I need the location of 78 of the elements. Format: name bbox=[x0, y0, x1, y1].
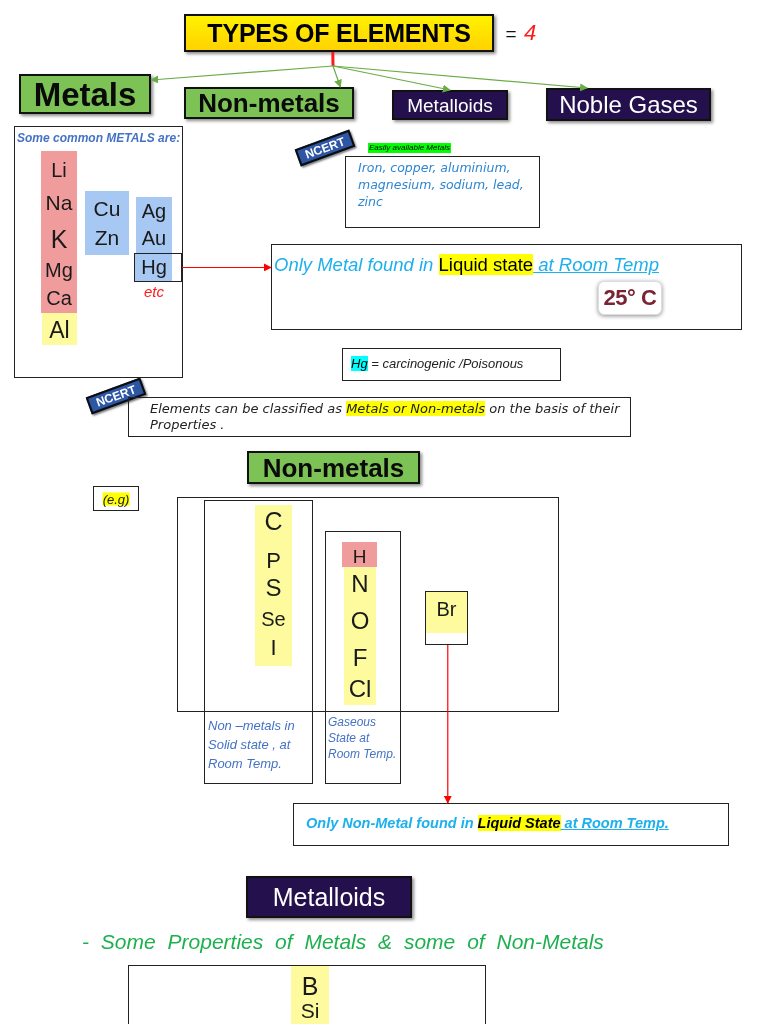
element-symbol: Mg bbox=[45, 260, 73, 280]
section-heading: Non-metals bbox=[262, 454, 405, 481]
element-symbol: Se bbox=[261, 609, 286, 629]
category-label: Metals bbox=[33, 77, 137, 111]
element-symbol: Li bbox=[51, 160, 67, 180]
element-symbol: Br bbox=[436, 599, 457, 619]
element-symbol: K bbox=[50, 226, 68, 252]
arrow bbox=[332, 65, 342, 88]
group-caption: Gaseous State at Room Temp. bbox=[328, 714, 398, 762]
element-tile bbox=[425, 591, 468, 645]
section-heading-box bbox=[247, 451, 420, 484]
arrow bbox=[332, 65, 589, 92]
group-caption: Non –metals in Solid state , at Room Temp. bbox=[208, 717, 296, 773]
element-symbol: B bbox=[301, 973, 319, 999]
category-label: Non-metals bbox=[198, 90, 340, 116]
element-tile bbox=[42, 313, 77, 345]
callout-text: Only Metal found in Liquid state at Room Temp bbox=[274, 254, 660, 277]
element-symbol: H bbox=[352, 546, 367, 566]
temperature-text: 25° C bbox=[603, 287, 657, 309]
element-symbol: Cu bbox=[93, 197, 121, 219]
callout-box bbox=[293, 803, 729, 846]
group-box bbox=[204, 500, 313, 784]
category-box bbox=[184, 87, 354, 119]
category-box bbox=[19, 74, 151, 114]
subtitle-text: - Some Properties of Metals & some of Non-Metals bbox=[82, 929, 604, 955]
group-frame bbox=[177, 497, 559, 712]
element-symbol: S bbox=[265, 576, 282, 600]
element-symbol: F bbox=[352, 646, 368, 670]
element-column bbox=[41, 151, 77, 313]
element-tile bbox=[134, 253, 182, 282]
list-panel bbox=[14, 126, 183, 378]
element-column bbox=[344, 567, 376, 705]
callout-text: Only Non-Metal found in Liquid State at Room Temp. bbox=[306, 815, 670, 833]
element-symbol: Zn bbox=[94, 226, 120, 248]
element-symbol: Si bbox=[300, 999, 320, 1021]
section-heading: Metalloids bbox=[272, 884, 386, 910]
group-box bbox=[325, 531, 401, 784]
title-banner bbox=[184, 14, 494, 52]
element-symbol: Ca bbox=[46, 288, 72, 308]
element-symbol: N bbox=[351, 572, 369, 596]
element-symbol: Cl bbox=[348, 677, 372, 701]
note-text: Elements can be classified as Metals or Non-metals on the basis of their Properties . bbox=[150, 401, 621, 433]
category-box bbox=[546, 88, 711, 121]
highlight-heading: Easily available Metals bbox=[368, 143, 451, 153]
arrow bbox=[150, 65, 334, 84]
arrow bbox=[181, 263, 272, 272]
title-text: TYPES OF ELEMENTS bbox=[207, 20, 471, 46]
equals-sign: = bbox=[505, 23, 517, 43]
etc-note: etc bbox=[144, 283, 164, 299]
example-text: (e.g) bbox=[102, 492, 130, 505]
panel-heading: Some common METALS are: bbox=[17, 131, 181, 146]
note-text: Iron, copper, aluminium, magnesium, sodium, lead, zinc bbox=[358, 159, 525, 210]
temperature-badge bbox=[598, 281, 662, 315]
element-symbol: Au bbox=[141, 228, 167, 248]
element-symbol: Na bbox=[45, 191, 73, 213]
note-box bbox=[342, 348, 561, 381]
element-column bbox=[136, 197, 172, 253]
element-column bbox=[255, 505, 292, 666]
element-symbol: Ag bbox=[141, 201, 167, 221]
category-label: Metalloids bbox=[407, 95, 493, 115]
element-symbol: I bbox=[270, 637, 277, 659]
element-symbol: C bbox=[264, 508, 283, 534]
count-value: 4 bbox=[523, 22, 537, 44]
group-frame bbox=[128, 965, 486, 1024]
element-symbol: P bbox=[266, 550, 281, 572]
note-text: Hg = carcinogenic /Poisonous bbox=[351, 356, 524, 372]
arrow bbox=[443, 644, 452, 804]
element-column bbox=[291, 966, 329, 1024]
category-box bbox=[392, 90, 508, 120]
element-symbol: O bbox=[350, 609, 370, 633]
element-tile bbox=[342, 542, 377, 567]
callout-box bbox=[271, 244, 742, 330]
example-tag bbox=[93, 486, 139, 511]
element-symbol: Al bbox=[49, 318, 70, 342]
element-symbol: Hg bbox=[141, 257, 167, 277]
category-label: Noble Gases bbox=[559, 92, 698, 117]
element-column bbox=[85, 191, 129, 255]
section-heading-box bbox=[246, 876, 412, 918]
